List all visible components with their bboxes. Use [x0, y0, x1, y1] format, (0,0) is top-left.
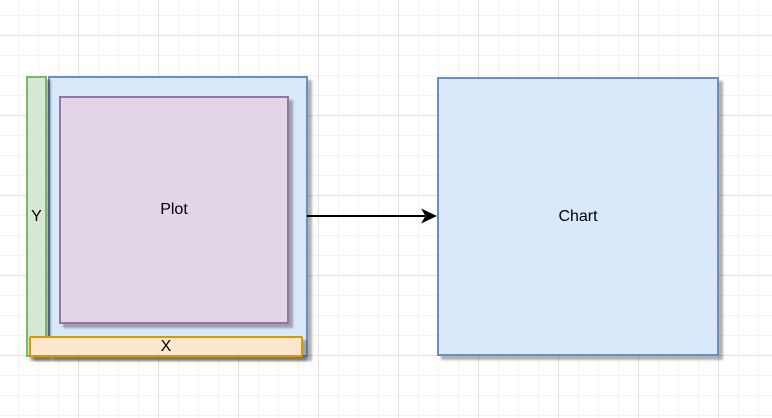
chart-node-shape[interactable]: Chart [437, 77, 719, 356]
x-axis-shape[interactable]: X [29, 336, 303, 357]
plot-area-shape[interactable]: Plot [59, 96, 289, 324]
y-axis-shape[interactable]: Y [26, 76, 47, 357]
connector-arrow[interactable] [306, 205, 439, 227]
x-axis-label: X [160, 337, 172, 355]
plot-area-label: Plot [160, 201, 188, 219]
connector-arrowhead-icon [421, 208, 437, 224]
y-axis-label: Y [31, 207, 42, 225]
chart-node-label: Chart [558, 207, 598, 225]
